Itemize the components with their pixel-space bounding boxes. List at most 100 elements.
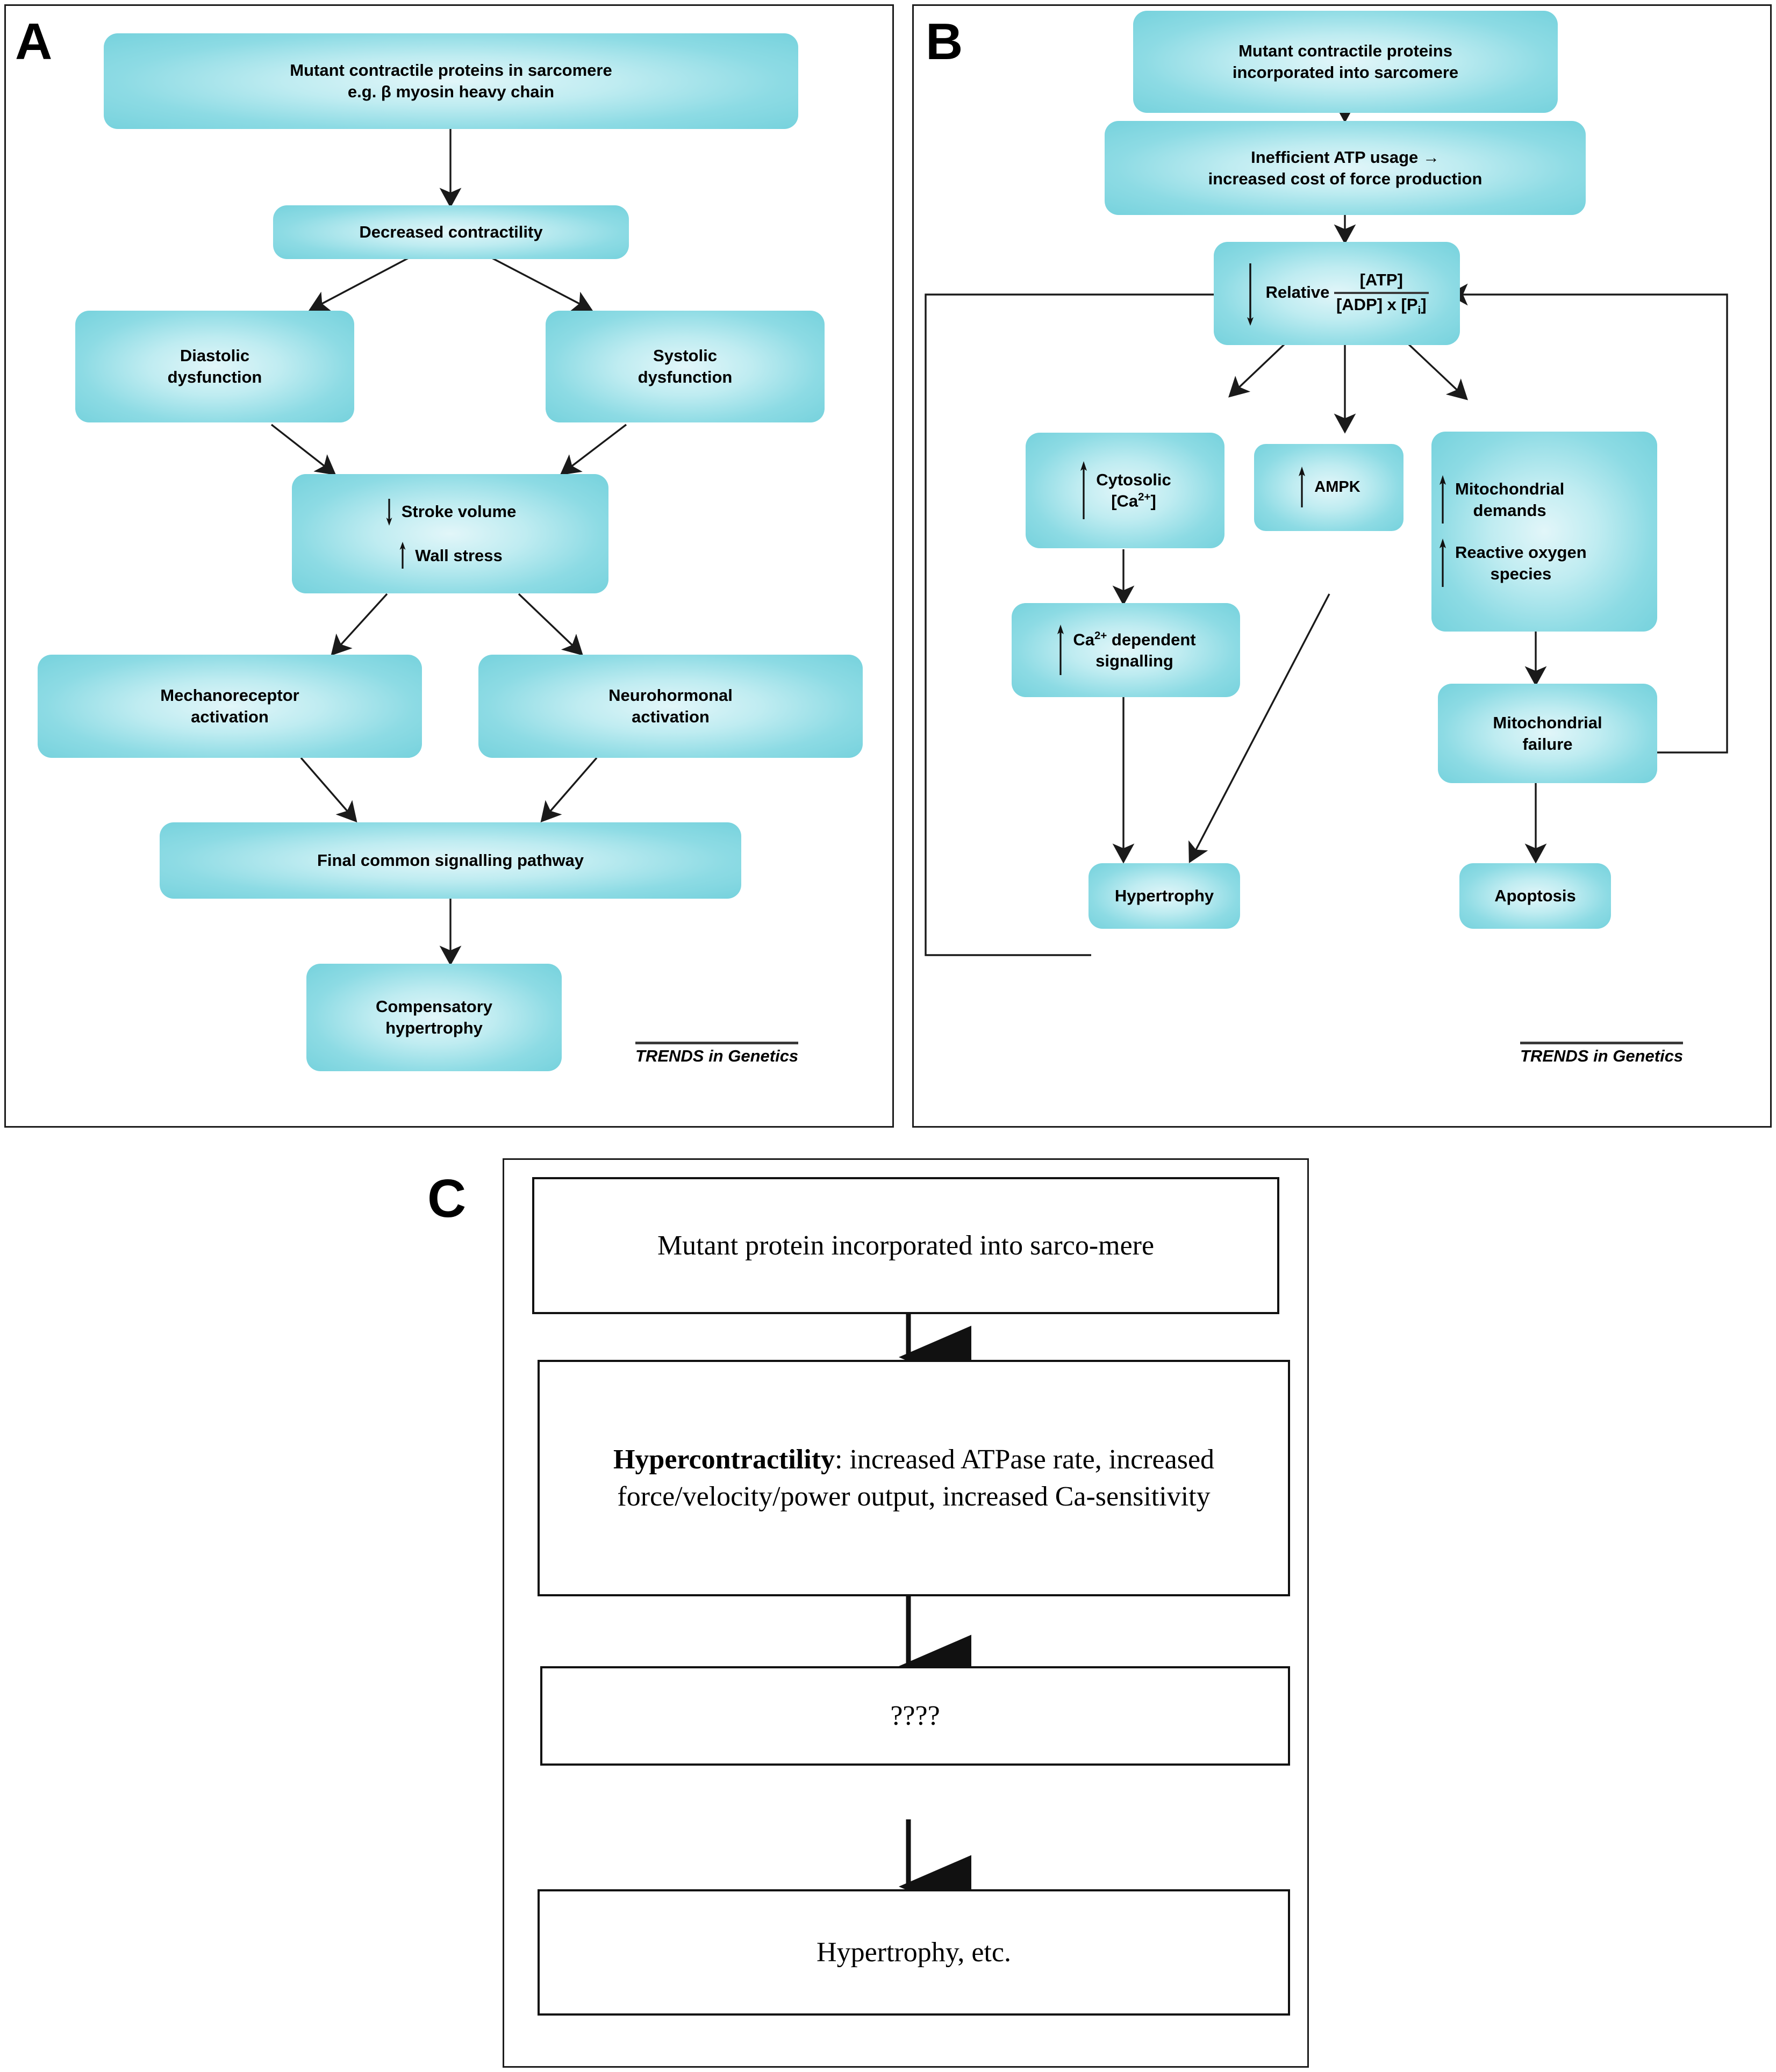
node-text: Decreased contractility [359,223,543,242]
node-relative-atp-ratio[interactable]: Relative [ATP] [ADP] x [Pi] [1214,242,1460,345]
relative-atp-row: Relative [ATP] [ADP] x [Pi] [1245,261,1429,326]
node-text: Systolic dysfunction [552,345,818,388]
wall-stress-label: Wall stress [415,546,503,565]
line-2: failure [1522,734,1573,754]
journal-credit-a: TRENDS in Genetics [635,1042,799,1066]
line-2: activation [191,707,269,726]
node-mechanoreceptor-activation[interactable]: Mechanoreceptor activation [38,655,422,758]
arrow-up-icon [1056,624,1068,676]
line-1: Mutant contractile proteins in sarcomere [290,61,612,80]
cbox-text: Hypertrophy, etc. [817,1937,1011,1968]
ampk-row: AMPK [1297,467,1360,508]
line-2: incorporated into sarcomere [1232,63,1459,82]
relative-label: Relative [1265,283,1330,302]
cbox-hypertrophy-etc[interactable]: Hypertrophy, etc. [538,1889,1290,2016]
panel-a-letter: A [15,13,53,70]
den-end: ] [1421,295,1427,314]
line-1: Mutant contractile proteins [1238,41,1452,61]
line-2: dysfunction [638,368,733,386]
line-1: Inefficient ATP usage → [1251,147,1440,167]
cbox-mutant-protein[interactable]: Mutant protein incorporated into sarco-m… [532,1177,1279,1314]
node-final-common-signalling-pathway[interactable]: Final common signalling pathway [160,822,741,899]
line-2: activation [632,707,710,726]
arrow-up-icon [1297,467,1309,508]
line-1: Mitochondrial [1493,713,1602,732]
fraction-numerator: [ATP] [1359,270,1403,289]
line-2-pre: [Ca [1111,491,1138,511]
cbox-text: ???? [890,1700,940,1731]
line-3: Reactive oxygen [1455,543,1587,562]
node-ampk[interactable]: AMPK [1254,444,1403,531]
ros-row: Reactive oxygen species [1438,539,1587,588]
hyper-bold-label: Hypercontractility [613,1444,835,1475]
node-stroke-volume-wall-stress[interactable]: Stroke volume Wall stress [292,474,608,593]
node-systolic-dysfunction[interactable]: Systolic dysfunction [546,311,825,422]
line-2: hypertrophy [385,1019,483,1037]
node-compensatory-hypertrophy[interactable]: Compensatory hypertrophy [306,964,562,1071]
node-diastolic-dysfunction[interactable]: Diastolic dysfunction [75,311,354,422]
node-text: Mitochondrial demands Reactive oxygen sp… [1438,475,1651,588]
node-text: Hypertrophy [1114,886,1214,906]
line-1-post: dependent [1107,629,1196,649]
den-sub: i [1417,304,1421,317]
node-text: Compensatory hypertrophy [313,996,555,1038]
line-2: increased cost of force production [1208,169,1483,188]
line-1: Mechanoreceptor [160,686,299,705]
node-ca-dependent-signalling[interactable]: Ca2+ dependent signalling [1012,603,1240,697]
journal-credit-b: TRENDS in Genetics [1520,1042,1684,1066]
line-2: dysfunction [167,368,262,386]
panel-b-letter: B [926,13,963,70]
arrow-up-icon [1438,475,1450,525]
node-hypertrophy-b[interactable]: Hypertrophy [1088,863,1240,929]
node-decreased-contractility[interactable]: Decreased contractility [273,205,629,259]
wall-stress-row: Wall stress [398,542,503,570]
cytosolic-text: Cytosolic [Ca2+] [1096,469,1171,512]
den-main: [ADP] x [P [1336,295,1418,314]
node-mitochondrial-demands-ros[interactable]: Mitochondrial demands Reactive oxygen sp… [1431,432,1657,632]
node-text: Mutant contractile proteins incorporated… [1140,40,1551,83]
line-2-sup: 2+ [1138,491,1151,504]
stroke-volume-label: Stroke volume [401,502,517,521]
line-1-pre: Ca [1073,629,1094,649]
cytosolic-row: Cytosolic [Ca2+] [1079,461,1171,520]
cbox-unknown[interactable]: ???? [540,1666,1290,1766]
line-2: demands [1473,501,1546,520]
fraction-denominator: [ADP] x [Pi] [1334,291,1429,318]
node-apoptosis[interactable]: Apoptosis [1459,863,1611,929]
arrow-down-icon [1245,261,1257,326]
node-mutant-contractile-proteins-a[interactable]: Mutant contractile proteins in sarcomere… [104,33,798,129]
hyper-rest-label: : increased ATPase rate, increased force… [617,1444,1215,1512]
ros-text: Reactive oxygen species [1455,542,1587,584]
cbox-hypercontractility[interactable]: Hypercontractility: increased ATPase rat… [538,1360,1290,1596]
node-neurohormonal-activation[interactable]: Neurohormonal activation [478,655,863,758]
node-text: Neurohormonal activation [485,685,856,727]
relative-atp-text: Relative [ATP] [ADP] x [Pi] [1265,269,1429,318]
line-1: Compensatory [375,997,493,1016]
ca-dep-row: Ca2+ dependent signalling [1056,624,1196,676]
cbox-text: Hypercontractility: increased ATPase rat… [554,1441,1274,1515]
node-cytosolic-calcium[interactable]: Cytosolic [Ca2+] [1026,433,1224,548]
arrow-up-icon [1438,539,1450,588]
atp-fraction: [ATP] [ADP] x [Pi] [1334,269,1429,318]
node-text: Mechanoreceptor activation [44,685,416,727]
node-text: Mutant contractile proteins in sarcomere… [110,60,792,102]
node-inefficient-atp-usage[interactable]: Inefficient ATP usage → increased cost o… [1105,121,1586,215]
line-1: Mitochondrial [1455,479,1565,499]
node-text: Apoptosis [1494,886,1576,906]
ampk-label: AMPK [1314,478,1360,496]
arrow-up-icon [398,542,410,570]
node-text: Diastolic dysfunction [82,345,348,388]
node-mitochondrial-failure[interactable]: Mitochondrial failure [1438,684,1657,783]
line-2: e.g. β myosin heavy chain [347,82,555,101]
node-mutant-contractile-proteins-b[interactable]: Mutant contractile proteins incorporated… [1133,11,1558,113]
cbox-text: Mutant protein incorporated into sarco-m… [657,1230,1155,1261]
line-2-post: ] [1150,491,1156,511]
line-2: signalling [1095,651,1173,670]
line-1: Neurohormonal [608,686,733,705]
node-text: Mitochondrial failure [1444,712,1651,755]
mito-demands-row: Mitochondrial demands [1438,475,1564,525]
ca-dep-text: Ca2+ dependent signalling [1073,629,1195,672]
arrow-down-icon [384,498,396,526]
line-1: Diastolic [180,346,250,365]
line-1: Systolic [653,346,717,365]
